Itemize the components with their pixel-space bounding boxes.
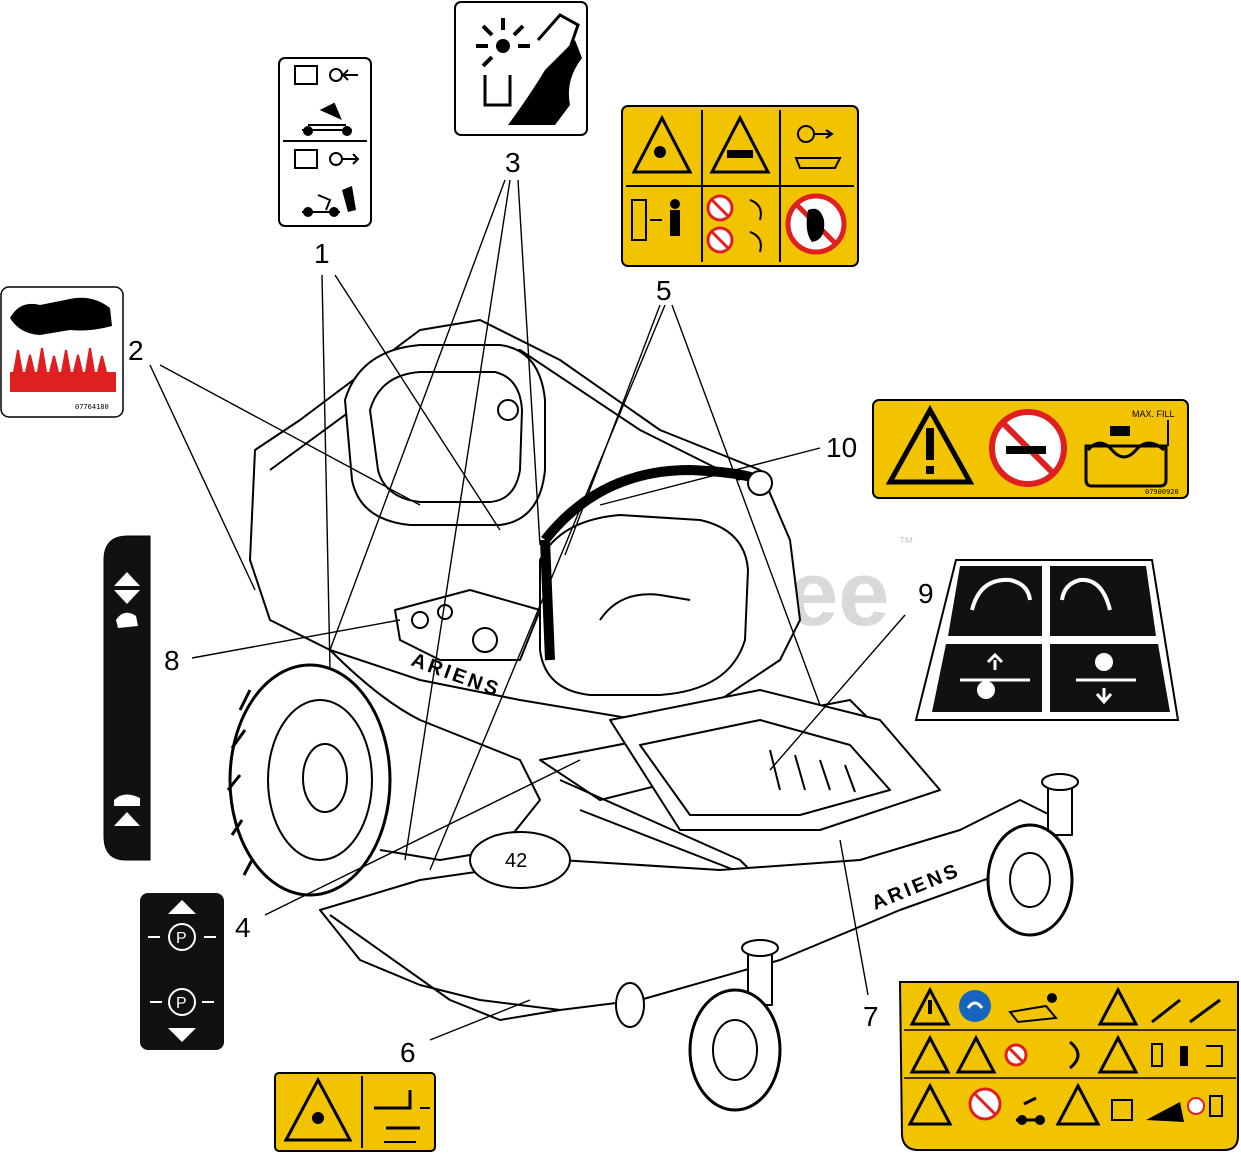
trademark-symbol: ™ [898,535,914,552]
decal-3-pinch-point [454,1,588,136]
decal-2-part-code: 07764180 [75,403,109,411]
callout-1: 1 [314,238,330,269]
decal-1-lever-positions [278,57,372,227]
callout-2: 2 [128,335,144,366]
decal-7-operator-warnings [898,981,1239,1151]
callout-10: 10 [826,432,857,463]
svg-text:P: P [176,995,187,1012]
callout-7: 7 [863,1001,879,1032]
max-fill-label: MAX. FILL [1132,409,1175,419]
decal-10-fuel-warning: MAX. FILL 07900920 [872,399,1189,499]
mower-illustration: 42 [226,319,1079,1112]
decal-6-blade-warning [274,1072,436,1152]
callout-numbers: 1 2 3 4 5 6 7 8 9 10 [128,147,934,1068]
callout-9: 9 [918,578,934,609]
decal-8-throttle [103,535,151,861]
decal-4-parking-brake: P P [140,893,224,1050]
leader-lines [149,179,906,1041]
callout-6: 6 [400,1037,416,1068]
callout-5: 5 [656,275,672,306]
decal-9-steering-controls [914,559,1180,721]
decal-5-safety-warnings [621,105,859,267]
callout-3: 3 [505,147,521,178]
callout-4: 4 [235,912,251,943]
callout-8: 8 [164,645,180,676]
deck-size-label: 42 [505,850,527,872]
decal-2-hot-surface: 07764180 [0,286,124,418]
svg-text:P: P [176,930,187,947]
decal-10-part-code: 07900920 [1145,488,1179,496]
